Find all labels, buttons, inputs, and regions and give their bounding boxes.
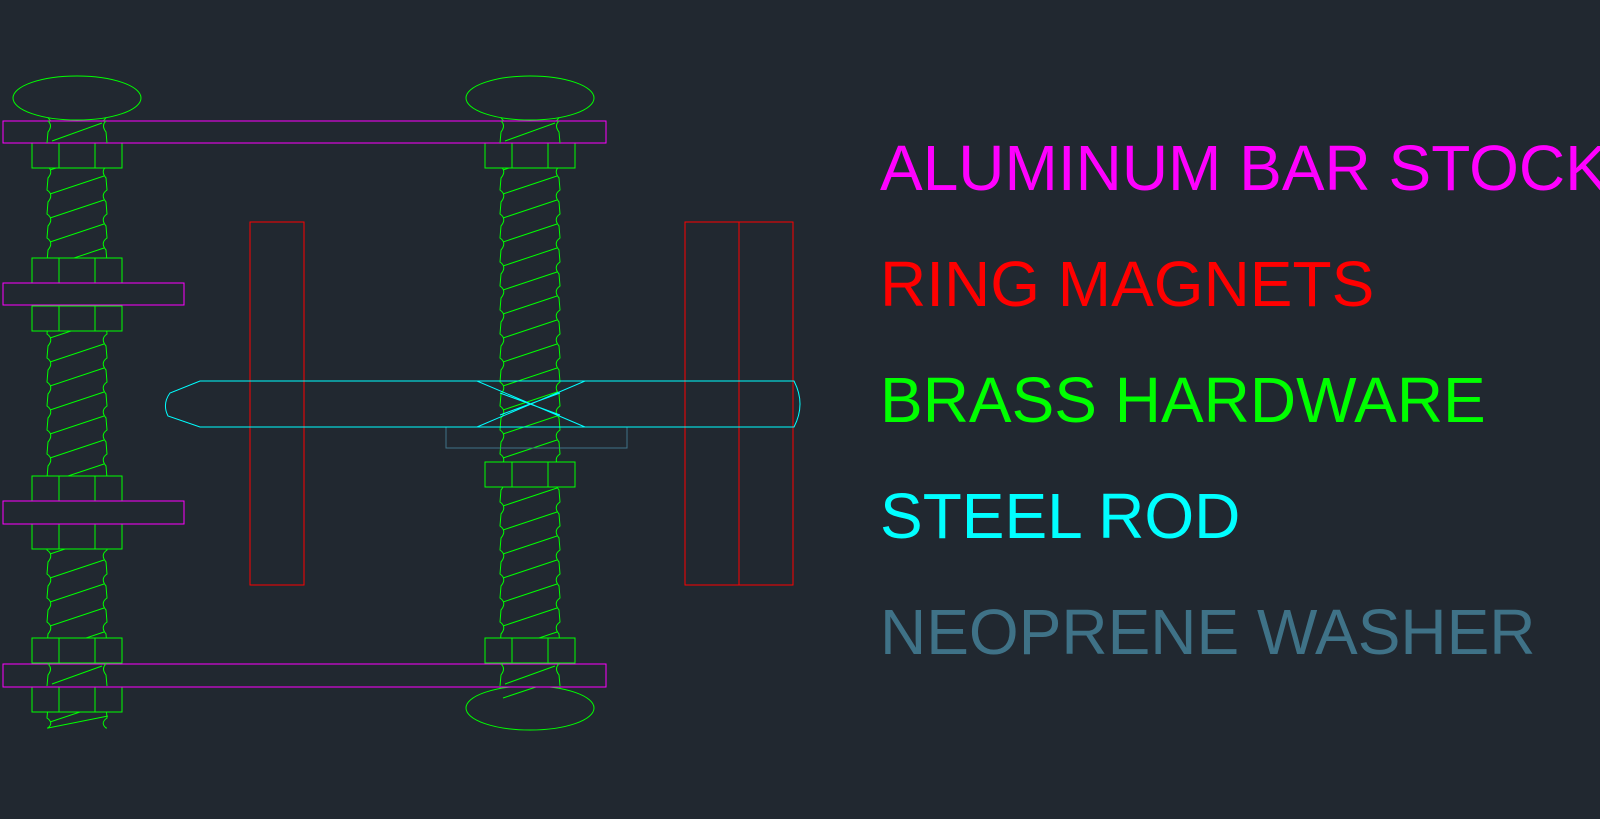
thread-line	[502, 391, 558, 411]
thread-line	[502, 559, 558, 579]
legend-neoprene-washer: NEOPRENE WASHER	[880, 596, 1536, 668]
right-bolt-thread	[499, 117, 561, 699]
thread-line	[49, 607, 105, 627]
bolt-through-bar	[46, 120, 51, 144]
hex-nut	[484, 142, 576, 169]
hex-nut	[31, 257, 123, 284]
right-bolt-nuts	[484, 142, 576, 664]
aluminum-bar-mid-lower	[2, 500, 185, 525]
aluminum-bar-mid-upper	[2, 282, 185, 306]
thread-line	[502, 223, 558, 243]
thread-line	[502, 511, 558, 531]
hex-nut	[31, 142, 123, 169]
steel-rod	[164, 380, 801, 428]
right-bolt-head-top	[465, 75, 595, 121]
aluminum-bar-top	[2, 120, 607, 144]
thread-line	[49, 415, 105, 435]
hex-nut	[31, 686, 123, 713]
left-bolt-tip	[47, 715, 109, 729]
neoprene-washer	[445, 427, 628, 449]
thread-line	[502, 535, 558, 555]
left-bolt-head	[12, 75, 142, 121]
hex-nut	[484, 461, 576, 488]
bolt-through-bar	[499, 663, 504, 687]
left-bolt-thread	[46, 117, 108, 729]
thread-line	[502, 367, 558, 387]
ring-magnet-left	[249, 221, 305, 586]
thread-line	[502, 343, 558, 363]
legend-brass-hardware: BRASS HARDWARE	[880, 364, 1486, 436]
left-bolt-nuts	[31, 142, 123, 713]
thread-line	[49, 583, 105, 603]
aluminum-bars	[2, 120, 607, 688]
thread-line	[49, 199, 105, 219]
thread-line	[49, 439, 105, 459]
legend-aluminum-bar-stock: ALUMINUM BAR STOCK	[880, 132, 1600, 204]
thread-line	[49, 223, 105, 243]
ring-magnets	[249, 221, 794, 586]
thread-line	[502, 607, 558, 627]
right-brass-bolt	[465, 75, 595, 731]
thread-line	[49, 343, 105, 363]
ring-magnet-right-a	[684, 221, 740, 586]
thread-line	[502, 175, 558, 195]
thread-line	[502, 439, 558, 459]
neoprene-washer-outline	[445, 427, 628, 449]
bolt-through-bar	[556, 663, 561, 687]
thread-line	[51, 122, 103, 142]
thread-line	[502, 271, 558, 291]
thread-line	[502, 415, 558, 435]
thread-line	[49, 391, 105, 411]
bolt-through-bar	[499, 120, 504, 144]
thread-line	[49, 175, 105, 195]
thread-line	[504, 665, 556, 685]
thread-line	[502, 295, 558, 315]
legend-ring-magnets: RING MAGNETS	[880, 248, 1375, 320]
thread-line	[49, 559, 105, 579]
hex-nut	[31, 305, 123, 332]
hex-nut	[31, 475, 123, 502]
thread-line	[49, 367, 105, 387]
thread-line	[502, 583, 558, 603]
right-bolt-head-bottom	[465, 685, 595, 731]
hex-nut	[31, 523, 123, 550]
bolt-through-bar	[46, 663, 51, 687]
hex-nut	[31, 637, 123, 664]
thread-line	[502, 319, 558, 339]
steel-rod-cross	[476, 380, 586, 428]
thread-line	[502, 199, 558, 219]
steel-rod-outline	[164, 380, 801, 428]
bolt-through-bar	[103, 663, 108, 687]
ring-magnet-right-b	[738, 221, 794, 586]
thread-line	[504, 122, 556, 142]
left-brass-bolt	[12, 75, 142, 729]
thread-line	[51, 665, 103, 685]
thread-line	[502, 487, 558, 507]
hex-nut	[484, 637, 576, 664]
aluminum-bar-bottom	[2, 663, 607, 688]
thread-line	[502, 247, 558, 267]
legend-steel-rod: STEEL ROD	[880, 480, 1241, 552]
bolt-through-bar	[556, 120, 561, 144]
bolt-through-bar	[103, 120, 108, 144]
